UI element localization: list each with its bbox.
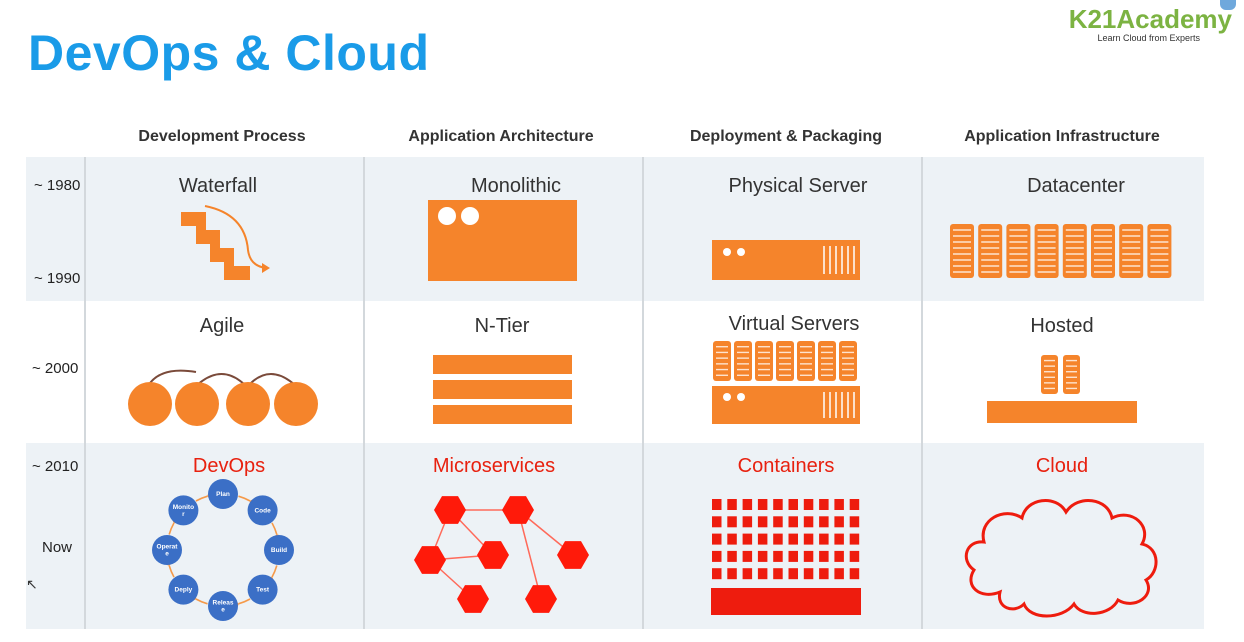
svg-text:Deply: Deply [175, 587, 193, 594]
mouse-cursor-icon: ↖ [26, 576, 38, 592]
column-header-architecture: Application Architecture [408, 128, 594, 145]
logo-tagline: Learn Cloud from Experts [1097, 33, 1200, 43]
svg-text:r: r [182, 511, 185, 518]
svg-text:Operat: Operat [157, 544, 179, 551]
divider [84, 157, 86, 629]
devops-stage-test: Test [247, 574, 278, 605]
divider [921, 157, 923, 629]
cell-title-n-tier: N-Tier [474, 315, 530, 337]
logo-name: K21Academy [1068, 4, 1232, 34]
svg-text:e: e [221, 607, 225, 614]
column-header-development: Development Process [138, 128, 306, 145]
svg-text:Monito: Monito [173, 504, 194, 511]
era-label: Now [42, 539, 73, 556]
devops-stage-deploy: Deply [168, 574, 199, 605]
era-label: ~ 2010 [32, 458, 79, 475]
logo: K21Academy Learn Cloud from Experts [1068, 0, 1236, 43]
devops-stage-plan: Plan [208, 479, 238, 509]
cell-title-containers: Containers [737, 455, 835, 477]
cell-title-datacenter: Datacenter [1027, 175, 1125, 197]
svg-text:Plan: Plan [216, 491, 230, 498]
svg-text:Releas: Releas [213, 600, 234, 607]
cell-title-cloud: Cloud [1035, 455, 1089, 477]
era-label: ~ 1980 [34, 177, 81, 194]
svg-text:Test: Test [256, 587, 270, 594]
cell-title-hosted: Hosted [1030, 315, 1094, 337]
cell-title-agile: Agile [199, 315, 245, 337]
cell-title-waterfall: Waterfall [178, 175, 258, 197]
devops-stage-code: Code [247, 495, 278, 526]
cell-title-devops: DevOps [192, 455, 266, 477]
cell-title-virtual-servers: Virtual Servers [728, 313, 860, 335]
page-title: DevOps & Cloud [28, 25, 430, 81]
era-label: ~ 1990 [34, 270, 81, 287]
svg-text:e: e [165, 551, 169, 558]
database-icon [1220, 0, 1236, 10]
column-header-infrastructure: Application Infrastructure [964, 128, 1160, 145]
cell-title-microservices: Microservices [432, 455, 556, 477]
devops-stage-build: Build [264, 535, 294, 565]
cell-title-monolithic: Monolithic [470, 175, 562, 197]
era-label: ~ 2000 [32, 360, 79, 377]
divider [363, 157, 365, 629]
svg-text:Code: Code [254, 507, 271, 514]
cell-title-physical-server: Physical Server [728, 175, 868, 197]
svg-text:Build: Build [271, 547, 287, 554]
column-header-deployment: Deployment & Packaging [689, 128, 883, 145]
divider [642, 157, 644, 629]
